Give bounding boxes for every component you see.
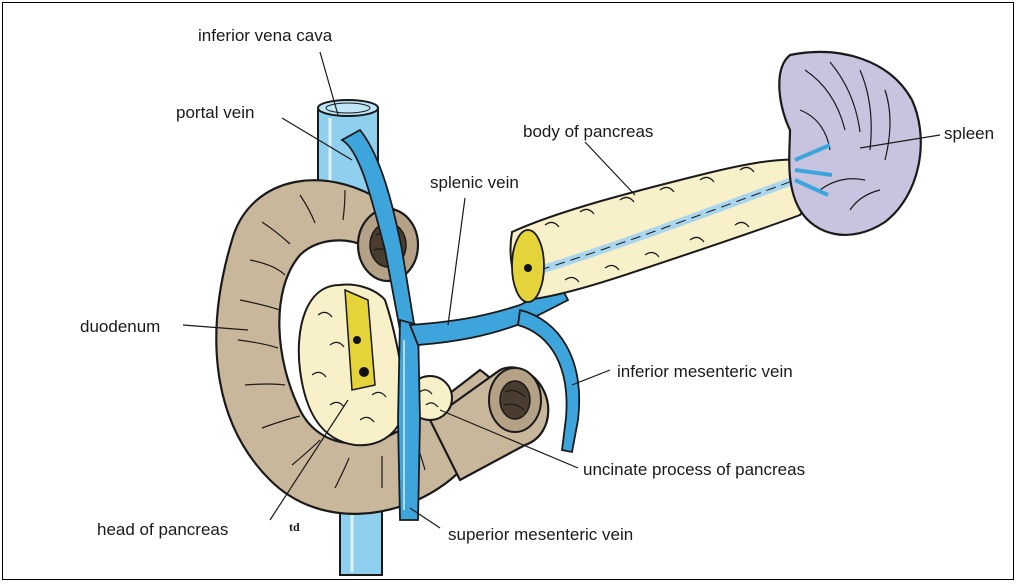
- label-duodenum: duodenum: [80, 317, 160, 337]
- body-of-pancreas: [511, 160, 809, 302]
- label-portal-vein: portal vein: [176, 103, 254, 123]
- label-superior-mesenteric-vein: superior mesenteric vein: [448, 525, 633, 545]
- label-inferior-vena-cava: inferior vena cava: [198, 26, 332, 46]
- head-of-pancreas: [299, 285, 406, 446]
- label-body-of-pancreas: body of pancreas: [523, 122, 653, 142]
- label-splenic-vein: splenic vein: [430, 173, 519, 193]
- label-spleen: spleen: [944, 124, 994, 144]
- illustrator-signature: td: [289, 517, 300, 537]
- label-inferior-mesenteric-vein: inferior mesenteric vein: [617, 362, 793, 382]
- label-head-of-pancreas: head of pancreas: [97, 520, 228, 540]
- spleen: [779, 52, 920, 235]
- label-uncinate-process: uncinate process of pancreas: [583, 460, 805, 480]
